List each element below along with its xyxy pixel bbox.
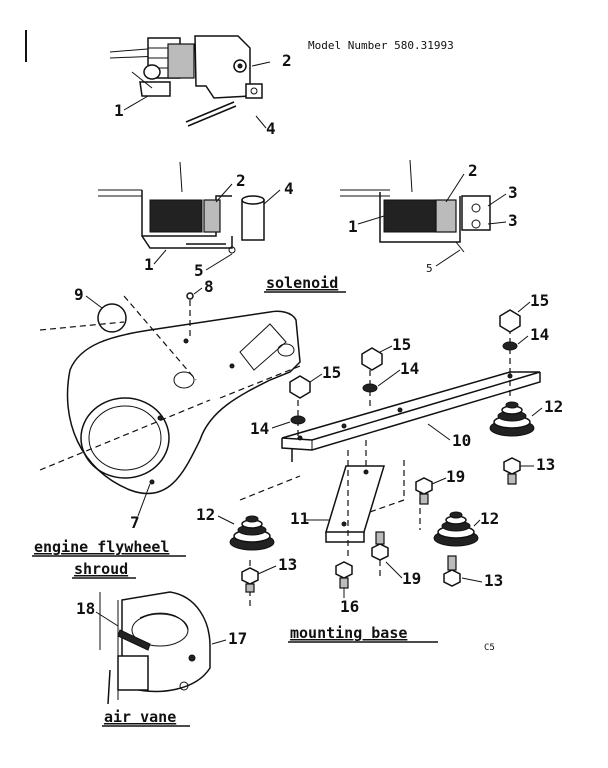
isolator-12-a: [489, 401, 535, 437]
callout-base-12b: 12: [196, 505, 215, 524]
callout-right-sol-3b: 3: [508, 211, 518, 230]
washer-14-c: [290, 415, 306, 425]
callout-base-12c: 12: [480, 509, 499, 528]
callout-base-12a: 12: [544, 397, 563, 416]
flywheel-shroud: [39, 295, 301, 495]
callout-base-13b: 13: [278, 555, 297, 574]
isolator-12-b: [229, 515, 275, 551]
screw-16: [335, 561, 353, 589]
callout-right-sol-2: 2: [468, 161, 478, 180]
nut-15-a: [499, 309, 521, 333]
callout-top-2: 2: [282, 51, 292, 70]
isolator-12-c: [433, 511, 479, 547]
right-solenoid-assembly: [340, 159, 491, 253]
shroud-screw: [186, 292, 194, 300]
air-vane: [99, 591, 211, 705]
callout-base-15c: 15: [322, 363, 341, 382]
shroud-grommet: [97, 303, 127, 333]
washer-14-b: [362, 383, 378, 393]
top-solenoid-assembly: [109, 35, 271, 127]
callout-base-15a: 15: [530, 291, 549, 310]
model-number: Model Number 580.31993: [308, 39, 454, 52]
left-solenoid-assembly: [98, 161, 265, 254]
callout-base-19a: 19: [446, 467, 465, 486]
callout-vane-17: 17: [228, 629, 247, 648]
bolt-13-a: [503, 457, 521, 485]
section-label-shroud-line2: shroud: [74, 560, 128, 578]
callout-left-sol-4: 4: [284, 179, 294, 198]
callout-shroud-9: 9: [74, 285, 84, 304]
callout-base-13a: 13: [536, 455, 555, 474]
callout-base-14a: 14: [530, 325, 549, 344]
callout-shroud-8: 8: [204, 277, 214, 296]
mounting-base: [281, 371, 541, 543]
callout-left-sol-1: 1: [144, 255, 154, 274]
callout-right-sol-5: 5: [426, 262, 433, 275]
callout-top-1: 1: [114, 101, 124, 120]
callout-left-sol-5: 5: [194, 261, 204, 280]
screw-19-a: [415, 477, 433, 505]
callout-base-16: 16: [340, 597, 359, 616]
callout-base-13c: 13: [484, 571, 503, 590]
callout-left-sol-2: 2: [236, 171, 246, 190]
section-label-mounting-base: mounting base: [290, 624, 407, 642]
callout-right-sol-1: 1: [348, 217, 358, 236]
callout-top-4: 4: [266, 119, 276, 138]
callout-base-11: 11: [290, 509, 309, 528]
screw-19-b: [371, 531, 389, 561]
bolt-13-b: [241, 567, 259, 593]
page-code: C5: [484, 643, 495, 653]
nut-15-c: [289, 375, 311, 399]
bolt-13-c: [443, 555, 461, 587]
washer-14-a: [502, 341, 518, 351]
callout-shroud-7: 7: [130, 513, 140, 532]
callout-base-15b: 15: [392, 335, 411, 354]
callout-base-19b: 19: [402, 569, 421, 588]
section-label-solenoid: solenoid: [266, 274, 338, 292]
nut-15-b: [361, 347, 383, 371]
callout-base-14c: 14: [250, 419, 269, 438]
callout-right-sol-3a: 3: [508, 183, 518, 202]
callout-base-10: 10: [452, 431, 471, 450]
callout-base-14b: 14: [400, 359, 419, 378]
section-label-shroud-line1: engine flywheel: [34, 538, 169, 556]
section-label-air-vane: air vane: [104, 708, 176, 726]
callout-vane-18: 18: [76, 599, 95, 618]
